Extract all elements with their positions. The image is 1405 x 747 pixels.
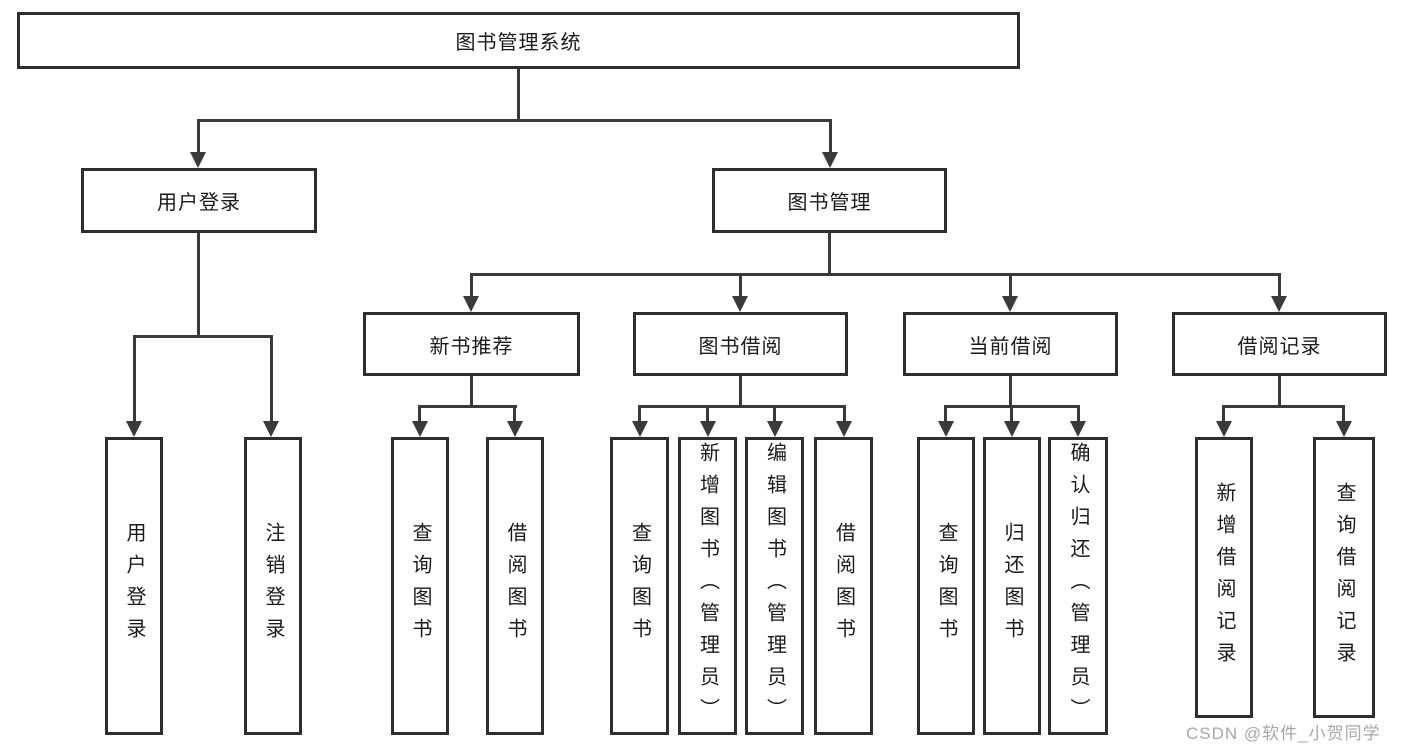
arrow-down-icon xyxy=(700,421,716,437)
connector-line xyxy=(1009,273,1012,298)
connector-line xyxy=(418,405,517,408)
arrow-down-icon xyxy=(822,152,838,168)
leaf-confirm-return-admin: 确认归还（管理员） xyxy=(1048,437,1108,735)
arrow-down-icon xyxy=(1070,421,1086,437)
node-user-login: 用户登录 xyxy=(81,168,317,233)
arrow-down-icon xyxy=(1216,421,1232,437)
connector-line xyxy=(470,376,473,408)
leaf-query-book-current: 查询图书 xyxy=(917,437,975,735)
leaf-return-book: 归还图书 xyxy=(983,437,1041,735)
leaf-edit-book-admin: 编辑图书（管理员） xyxy=(745,437,804,735)
connector-line xyxy=(1222,405,1345,408)
connector-line xyxy=(1278,376,1281,408)
connector-line xyxy=(773,405,776,423)
connector-line xyxy=(638,405,641,423)
connector-line xyxy=(517,69,520,122)
arrow-down-icon xyxy=(836,421,852,437)
connector-line xyxy=(828,233,831,276)
leaf-logout: 注销登录 xyxy=(244,437,302,735)
connector-line xyxy=(1077,405,1080,423)
leaf-query-book-recommend: 查询图书 xyxy=(391,437,449,735)
connector-line xyxy=(470,273,1281,276)
connector-line xyxy=(513,405,516,423)
connector-line xyxy=(1222,405,1225,423)
arrow-down-icon xyxy=(1271,296,1287,312)
arrow-down-icon xyxy=(632,421,648,437)
connector-line xyxy=(133,335,136,423)
leaf-add-book-admin: 新增图书（管理员） xyxy=(678,437,737,735)
connector-line xyxy=(739,273,742,298)
node-root: 图书管理系统 xyxy=(17,12,1020,69)
connector-line xyxy=(197,119,832,122)
node-current-borrow: 当前借阅 xyxy=(903,312,1118,376)
leaf-query-borrow-record: 查询借阅记录 xyxy=(1313,437,1375,718)
connector-line xyxy=(197,233,200,337)
arrow-down-icon xyxy=(767,421,783,437)
arrow-down-icon xyxy=(1002,296,1018,312)
node-new-book-recommend: 新书推荐 xyxy=(363,312,580,376)
connector-line xyxy=(843,405,846,423)
arrow-down-icon xyxy=(190,152,206,168)
node-book-borrow: 图书借阅 xyxy=(633,312,848,376)
arrow-down-icon xyxy=(126,421,142,437)
arrow-down-icon xyxy=(732,296,748,312)
connector-line xyxy=(418,405,421,423)
arrow-down-icon xyxy=(463,296,479,312)
connector-line xyxy=(197,119,200,153)
csdn-watermark: CSDN @软件_小贺同学 xyxy=(1186,724,1381,743)
arrow-down-icon xyxy=(1336,421,1352,437)
leaf-add-borrow-record: 新增借阅记录 xyxy=(1195,437,1253,718)
connector-line xyxy=(829,119,832,153)
arrow-down-icon xyxy=(1004,421,1020,437)
leaf-user-login: 用户登录 xyxy=(105,437,163,735)
node-book-management: 图书管理 xyxy=(712,168,947,233)
connector-line xyxy=(638,405,846,408)
leaf-query-book-borrow: 查询图书 xyxy=(610,437,669,735)
node-borrow-records: 借阅记录 xyxy=(1172,312,1387,376)
arrow-down-icon xyxy=(412,421,428,437)
connector-line xyxy=(470,273,473,298)
connector-line xyxy=(1342,405,1345,423)
connector-line xyxy=(1010,405,1013,423)
arrow-down-icon xyxy=(263,421,279,437)
leaf-borrow-book: 借阅图书 xyxy=(814,437,873,735)
arrow-down-icon xyxy=(938,421,954,437)
connector-line xyxy=(1278,273,1281,298)
connector-line xyxy=(133,335,273,338)
connector-line xyxy=(270,335,273,423)
leaf-borrow-book-recommend: 借阅图书 xyxy=(486,437,544,735)
connector-line xyxy=(706,405,709,423)
arrow-down-icon xyxy=(507,421,523,437)
connector-line xyxy=(1009,376,1012,408)
connector-line xyxy=(739,376,742,408)
connector-line xyxy=(944,405,947,423)
